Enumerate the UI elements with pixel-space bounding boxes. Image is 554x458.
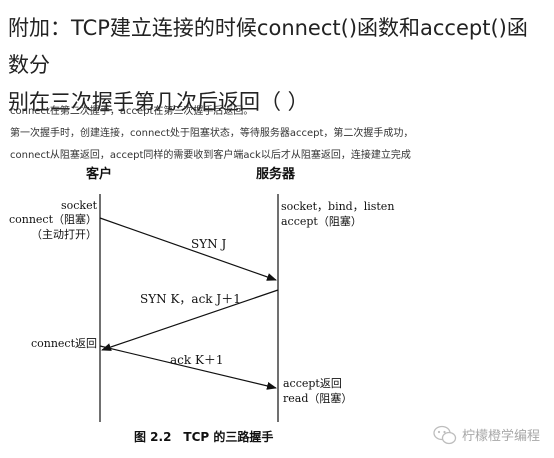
answer-line-3: connect从阻塞返回，accept同样的需要收到客户端ack以后才从阻塞返回… [10, 150, 411, 161]
client-header: 客户 [86, 166, 112, 182]
syn-ack-label: SYN K，ack J＋1 [140, 292, 241, 306]
server-accept-label: accept（阻塞） [281, 214, 362, 228]
question-text: 附加：TCP建立连接的时候connect()函数和accept()函数分 别在三… [8, 10, 548, 121]
server-calls-label: socket，bind，listen [281, 200, 394, 213]
ack-arrow [99, 345, 277, 390]
server-header: 服务器 [256, 166, 296, 182]
client-connect-return-label: connect返回 [31, 337, 97, 350]
client-connect-label: connect（阻塞） [9, 212, 97, 226]
answer-line-2: 第一次握手时，创建连接，connect处于阻塞状态，等待服务器accept，第二… [10, 128, 414, 139]
syn-arrow [99, 217, 277, 281]
answer-line-1: connect在第二次握手，accept在第三次握手后返回。 [10, 106, 254, 117]
ack-label: ack K＋1 [170, 353, 224, 367]
tcp-handshake-diagram: 客户 服务器 socket connect（阻塞） （主动打开） socket，… [9, 166, 540, 445]
question-line-1: 附加：TCP建立连接的时候connect()函数和accept()函数分 [8, 16, 528, 77]
watermark-text: 柠檬橙学编程 [462, 428, 540, 444]
syn-label: SYN J [191, 237, 226, 251]
figure-caption: 图 2.2 TCP 的三路握手 [134, 429, 273, 444]
client-active-open-label: （主动打开） [31, 227, 97, 241]
syn-ack-arrow [101, 289, 279, 351]
wechat-icon [433, 425, 457, 445]
server-read-label: read（阻塞） [283, 391, 352, 405]
client-socket-label: socket [61, 199, 98, 212]
server-accept-return-label: accept返回 [283, 377, 342, 390]
question-line-2: 别在三次握手第几次后返回（ ） [8, 90, 309, 114]
